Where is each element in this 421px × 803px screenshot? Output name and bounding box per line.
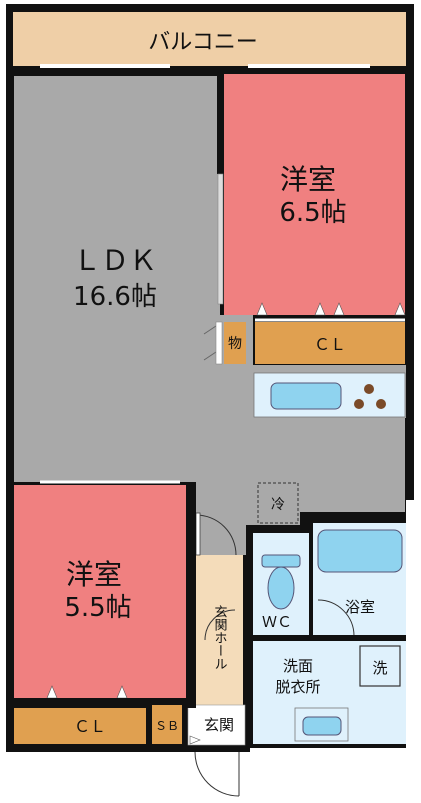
closet-1 — [255, 322, 405, 364]
bathroom-door-swing — [317, 599, 355, 637]
stove-burner-2 — [354, 399, 364, 409]
ldk-floor — [14, 76, 405, 555]
toilet-tank — [261, 554, 301, 568]
washroom-label-1: 洗面 — [283, 657, 313, 675]
closet-2 — [14, 708, 146, 744]
entrance — [187, 704, 246, 746]
washroom-label-2: 脱衣所 — [275, 678, 320, 696]
entrance-label: 玄関 — [204, 716, 234, 734]
hall-door-swing — [195, 514, 237, 556]
entrance-hall-label: 玄関ホール — [212, 605, 228, 670]
closet-1-door-mark — [256, 302, 268, 316]
entrance-step-mark — [189, 735, 201, 745]
stove-burner — [364, 384, 374, 394]
balcony-label: バルコニー — [148, 30, 258, 55]
entrance-hall — [196, 555, 243, 705]
wet-area-wall-4 — [253, 525, 313, 533]
shoe-box-label: ＳＢ — [155, 719, 179, 733]
fridge-space — [257, 482, 299, 524]
closet-2-wall — [14, 698, 192, 705]
western-room-1-label: 洋室 — [280, 163, 336, 196]
wash-basin — [302, 716, 342, 736]
partition-wall — [217, 74, 224, 174]
partition-door — [217, 173, 224, 305]
storage-label: 物 — [228, 336, 242, 352]
storage-door-frame — [215, 321, 223, 365]
storage-door — [203, 325, 217, 361]
bathroom-label: 浴室 — [345, 598, 375, 616]
hall-wall — [187, 482, 196, 708]
western-room-1-size: 6.5帖 — [279, 198, 346, 228]
closet-1-door-mark-3 — [333, 302, 345, 316]
washer-label: 洗 — [372, 659, 387, 677]
wc-label: ＷＣ — [262, 613, 292, 631]
balcony — [13, 12, 406, 66]
shoe-box — [152, 705, 182, 744]
stove-burner-3 — [376, 399, 386, 409]
entrance-door-swing — [194, 751, 240, 797]
washer-space — [359, 645, 401, 687]
western-room-2-label: 洋室 — [66, 558, 122, 591]
ldk-label: ＬＤＫ — [73, 244, 157, 277]
bathtub — [317, 529, 403, 573]
western-room-2-size: 5.5帖 — [64, 593, 131, 623]
wet-area-wall — [246, 525, 253, 745]
closet-1-label: ＣＬ — [314, 335, 346, 354]
hall-door-leaf — [195, 512, 201, 556]
closet-2-label: ＣＬ — [74, 717, 106, 736]
kitchen-sink — [270, 382, 342, 410]
western-room-2 — [14, 485, 186, 698]
fridge-label: 冷 — [271, 497, 285, 513]
closet-1-door-mark-4 — [394, 302, 406, 316]
western-room-1 — [224, 74, 405, 315]
ldk-size: 16.6帖 — [73, 282, 157, 312]
wet-area-wall-3 — [253, 635, 406, 641]
wet-area-wall-2 — [309, 523, 313, 635]
toilet-bowl — [267, 566, 295, 610]
hall-door-swing-2 — [204, 609, 236, 641]
storage — [224, 322, 246, 364]
closet-1-door-mark-2 — [314, 302, 326, 316]
